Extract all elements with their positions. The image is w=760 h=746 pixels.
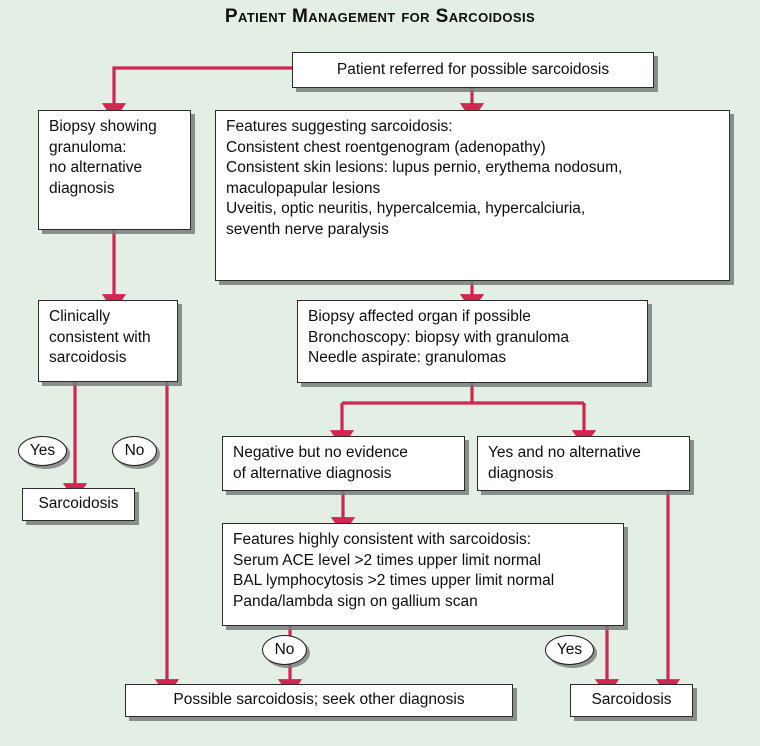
node-patient-referred[interactable]: Patient referred for possible sarcoidosi… [292, 52, 654, 88]
label-yes-lower-text: Yes [556, 641, 583, 658]
label-yes-upper: Yes [18, 436, 67, 466]
label-yes-upper-text: Yes [29, 442, 56, 459]
label-no-lower-text: No [274, 641, 295, 658]
node-possible-sarcoidosis-label: Possible sarcoidosis; seek other diagnos… [173, 691, 465, 709]
node-sarcoidosis-left-label: Sarcoidosis [38, 495, 119, 513]
label-yes-lower: Yes [545, 635, 594, 665]
node-yes-and-no-alternative[interactable]: Yes and no alternative diagnosis [477, 436, 690, 491]
node-clinically-consistent[interactable]: Clinically consistent with sarcoidosis [38, 300, 178, 382]
node-sarcoidosis-left[interactable]: Sarcoidosis [22, 488, 135, 521]
node-sarcoidosis-bottom[interactable]: Sarcoidosis [570, 684, 693, 717]
node-features-highly-consistent[interactable]: Features highly consistent with sarcoido… [222, 523, 624, 626]
node-features-suggesting-sarcoidosis[interactable]: Features suggesting sarcoidosis: Consist… [215, 110, 730, 281]
page-title: Patient Management for Sarcoidosis [224, 6, 536, 27]
node-possible-sarcoidosis[interactable]: Possible sarcoidosis; seek other diagnos… [125, 684, 513, 717]
label-no-upper: No [112, 436, 157, 466]
label-no-upper-text: No [124, 442, 145, 459]
node-biopsy-affected-organ[interactable]: Biopsy affected organ if possible Bronch… [297, 300, 648, 383]
node-negative-no-evidence[interactable]: Negative but no evidence of alternative … [222, 436, 465, 491]
label-no-lower: No [262, 635, 307, 665]
node-sarcoidosis-bottom-label: Sarcoidosis [591, 691, 672, 709]
node-biopsy-showing-granuloma[interactable]: Biopsy showing granuloma: no alternative… [38, 110, 191, 230]
node-patient-referred-label: Patient referred for possible sarcoidosi… [336, 60, 610, 78]
connector-referral-to-biopsy [101, 66, 293, 121]
